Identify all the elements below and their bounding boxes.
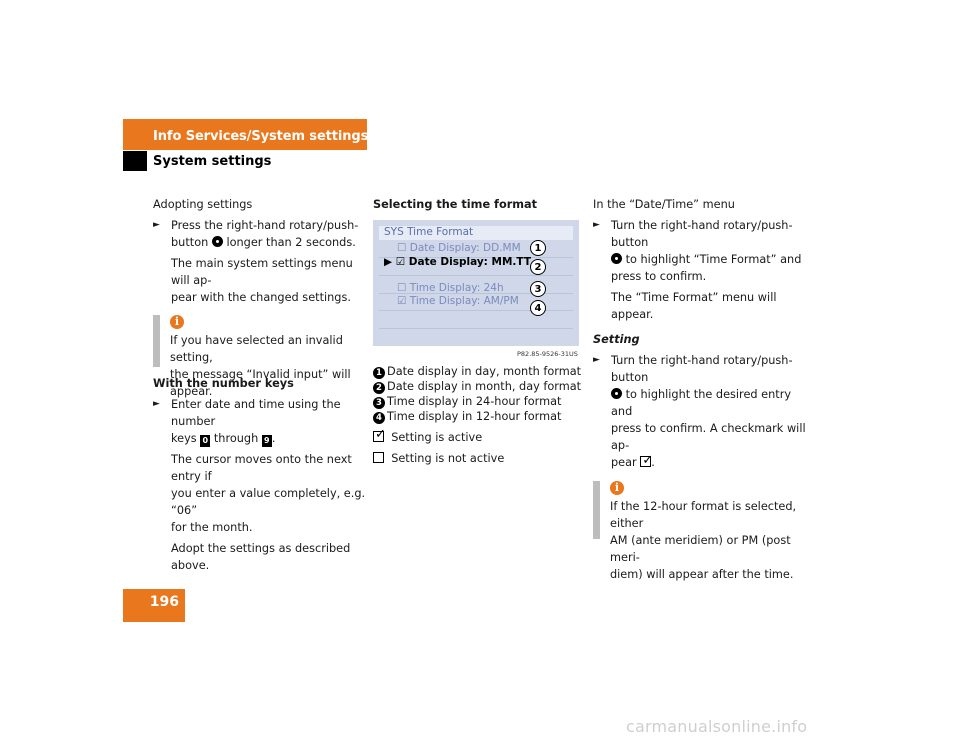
time-format-heading: Selecting the time format (373, 198, 538, 211)
info-note: i If the 12-hour format is selected, eit… (593, 481, 808, 581)
section-title: Info Services/System settings (153, 129, 369, 144)
step-item: ► Enter date and time using the number k… (153, 398, 341, 447)
key-9-icon: 9 (261, 435, 272, 447)
display-screen-image: SYS Time Format ☐ Date Display: DD.MM ▶ … (373, 220, 579, 346)
checkbox-empty-icon (373, 452, 384, 463)
legend-active: Setting is active (373, 427, 583, 445)
callout-1: 1 (530, 240, 546, 256)
info-icon: i (170, 315, 184, 329)
screen-entry-selected: ▶ ☑ Date Display: MM.TT (384, 256, 531, 268)
subsection-title: System settings (153, 154, 272, 169)
key-0-icon: 0 (200, 435, 211, 447)
checkmark-icon (640, 452, 653, 469)
knob-icon (611, 253, 622, 264)
intro-text: In the “Date/Time” menu (593, 198, 735, 211)
knob-icon (611, 388, 622, 399)
arrow-icon: ► (153, 399, 160, 409)
result-text: The “Time Format” menu will appear. (611, 291, 777, 321)
step-item: ► Press the right-hand rotary/push- butt… (153, 219, 359, 249)
screen-entry: ☑ Time Display: AM/PM (397, 295, 519, 307)
callout-3: 3 (530, 281, 546, 297)
arrow-icon: ► (153, 220, 160, 230)
screen-title-bar: SYS Time Format (379, 226, 573, 240)
image-code: P82.85-9526-31US (517, 350, 578, 358)
intro-text: Adopting settings (153, 198, 253, 211)
page-number: 196 (149, 594, 179, 610)
screen-entry: ☐ Date Display: DD.MM (397, 242, 521, 254)
knob-icon (211, 236, 223, 247)
step-item: ► Turn the right-hand rotary/push-button… (593, 352, 808, 471)
result-text: The main system settings menu will ap-pe… (171, 257, 353, 304)
subsection-marker (123, 151, 147, 171)
section-heading: With the number keys (153, 377, 294, 390)
page-number-box: 196 (123, 589, 185, 622)
step-item: ► Turn the right-hand rotary/push-button… (593, 219, 802, 283)
legend-inactive: Setting is not active (373, 451, 583, 466)
checkbox-checked-icon (373, 427, 386, 442)
result-text: Adopt the settings as described above. (171, 542, 351, 572)
info-icon: i (610, 481, 624, 495)
arrow-icon: ► (593, 355, 600, 365)
right-column: In the “Date/Time” menu ► Turn the right… (593, 196, 808, 581)
left-column: Adopting settings ► Press the right-hand… (153, 196, 368, 574)
callout-4: 4 (530, 300, 546, 316)
section-header: Info Services/System settings (123, 119, 369, 150)
screen-title: SYS Time Format (384, 226, 474, 238)
arrow-icon: ► (593, 220, 600, 230)
watermark: carmanualsonline.info (626, 717, 808, 736)
section-heading: Setting (593, 333, 640, 346)
callout-2: 2 (530, 259, 546, 275)
info-note: i If you have selected an invalid settin… (153, 315, 368, 398)
screen-entry: ☐ Time Display: 24h (397, 282, 504, 294)
